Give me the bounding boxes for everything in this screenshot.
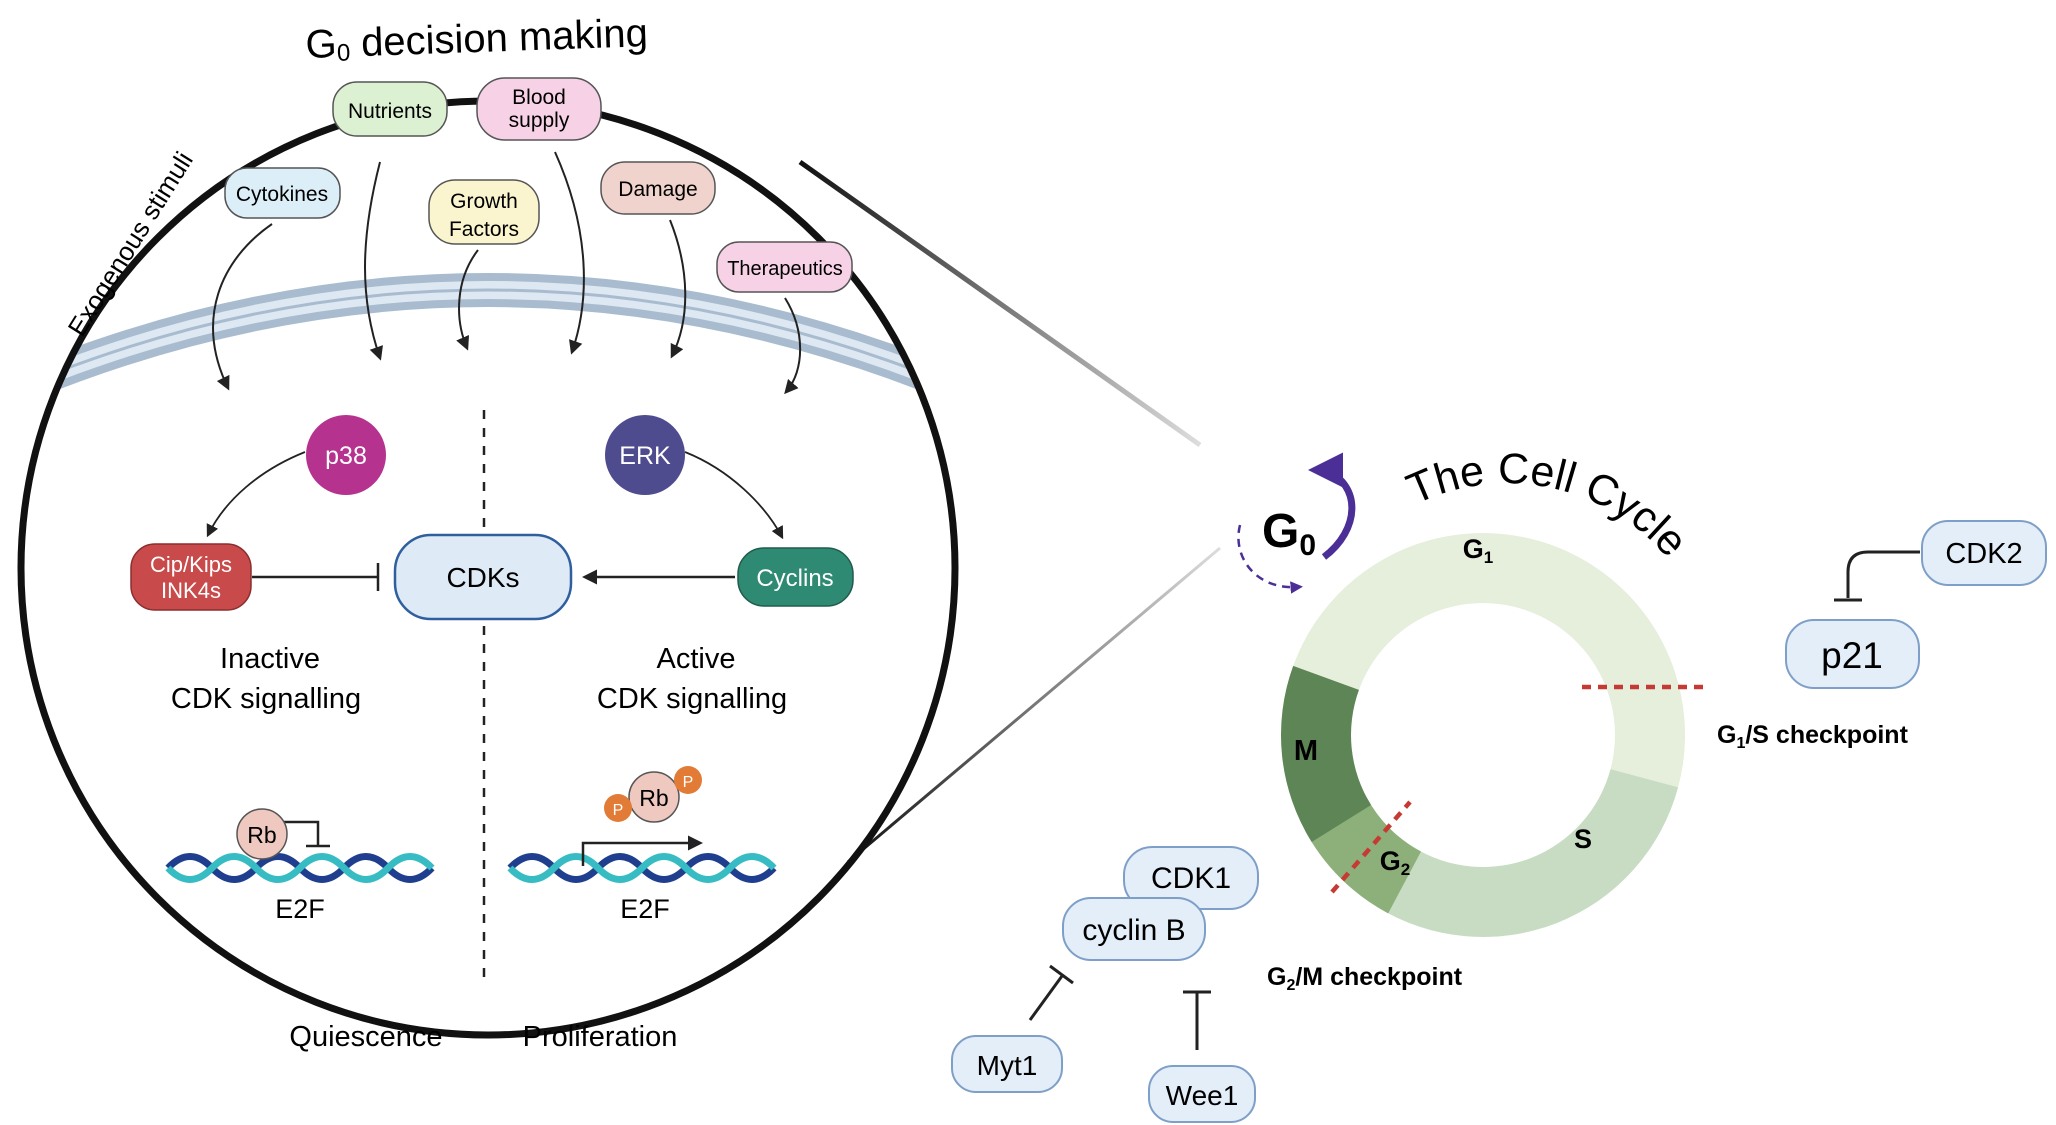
svg-text:Growth: Growth	[450, 190, 518, 213]
stimulus-blood-supply: Blood supply	[476, 77, 602, 141]
cdks-node: CDKs	[393, 533, 573, 621]
segment-m	[1281, 665, 1372, 843]
inhibit-cdk2-p21	[1846, 550, 1920, 598]
svg-text:Factors: Factors	[449, 218, 519, 241]
svg-text:Cyclins: Cyclins	[756, 565, 833, 592]
phase-m-label: M	[1294, 735, 1318, 767]
arrow-erk-cyclins	[684, 451, 784, 540]
phase-g2-label: G2	[1380, 846, 1410, 879]
svg-text:Cip/Kips: Cip/Kips	[150, 552, 232, 577]
arrow-growth-factors	[456, 249, 479, 351]
dna-left	[165, 853, 435, 883]
g2m-checkpoint-line	[1330, 800, 1412, 894]
cell-membrane	[21, 273, 955, 411]
segment-s	[1375, 769, 1679, 937]
svg-text:P: P	[683, 774, 694, 791]
inactive-label: Inactive	[220, 643, 320, 675]
svg-text:Cytokines: Cytokines	[236, 183, 328, 206]
g0-label: G0	[1262, 505, 1316, 562]
myt1-node: Myt1	[951, 1035, 1063, 1093]
svg-text:Myt1: Myt1	[977, 1050, 1038, 1081]
g0-entry-arrow	[1237, 524, 1303, 594]
stimulus-growth-factors: Growth Factors	[428, 179, 540, 245]
arrow-damage	[669, 219, 687, 359]
quiescence-label: Quiescence	[289, 1021, 442, 1053]
cdk2-node: CDK2	[1921, 520, 2047, 586]
svg-text:P: P	[613, 802, 624, 819]
cyclin-b-node: cyclin B	[1062, 897, 1206, 961]
cell-cycle-ring	[1281, 533, 1685, 937]
rb-left: Rb	[236, 808, 330, 860]
svg-text:cyclin B: cyclin B	[1082, 914, 1185, 947]
svg-text:Blood: Blood	[512, 86, 566, 109]
g1s-checkpoint-label: G1/S checkpoint	[1717, 721, 1909, 752]
p38-node: p38	[306, 415, 386, 495]
svg-text:p38: p38	[325, 442, 367, 470]
transcription-arrow	[581, 835, 703, 866]
rb-right-phosphorylated: Rb P P	[604, 766, 702, 823]
svg-text:CDK2: CDK2	[1945, 538, 2022, 570]
svg-text:Wee1: Wee1	[1166, 1080, 1239, 1111]
inactive-sub-label: CDK signalling	[171, 683, 361, 715]
svg-text:ERK: ERK	[619, 442, 671, 470]
dna-right	[507, 853, 777, 883]
svg-text:p21: p21	[1821, 635, 1883, 676]
svg-text:Therapeutics: Therapeutics	[727, 258, 843, 280]
arrow-cytokines	[212, 223, 273, 391]
g2m-checkpoint-label: G2/M checkpoint	[1267, 963, 1463, 994]
svg-text:Damage: Damage	[618, 178, 697, 201]
svg-text:supply: supply	[509, 109, 570, 132]
active-label: Active	[657, 643, 736, 675]
svg-text:Rb: Rb	[639, 785, 668, 811]
phase-g1-label: G1	[1463, 534, 1493, 567]
svg-text:Nutrients: Nutrients	[348, 100, 432, 123]
p21-node: p21	[1785, 619, 1920, 689]
arrow-p38-cip	[206, 451, 306, 538]
svg-text:CDKs: CDKs	[446, 562, 519, 593]
stimulus-nutrients: Nutrients	[332, 81, 448, 137]
g0-exit-arrow	[1308, 452, 1356, 560]
phase-s-label: S	[1574, 824, 1592, 854]
arrow-nutrients	[364, 161, 383, 361]
zoom-line-bottom	[847, 546, 1221, 864]
svg-text:INK4s: INK4s	[161, 578, 221, 603]
proliferation-label: Proliferation	[523, 1021, 678, 1053]
diagram-title: G0 decision making	[305, 11, 649, 68]
exogenous-label: Exogenous stimuli	[62, 146, 199, 341]
erk-node: ERK	[605, 415, 685, 495]
stimulus-damage: Damage	[600, 161, 716, 215]
e2f-left: E2F	[275, 894, 325, 924]
stimulus-cytokines: Cytokines	[224, 167, 341, 219]
active-sub-label: CDK signalling	[597, 683, 787, 715]
wee1-node: Wee1	[1148, 1065, 1256, 1123]
e2f-right: E2F	[620, 894, 670, 924]
stimulus-therapeutics: Therapeutics	[716, 241, 853, 293]
svg-text:CDK1: CDK1	[1151, 862, 1231, 895]
arrow-blood-supply	[554, 151, 585, 355]
arrow-therapeutics	[784, 297, 802, 395]
segment-g1	[1281, 533, 1685, 788]
cyclins-node: Cyclins	[737, 547, 854, 607]
zoom-line-top	[798, 159, 1202, 448]
inhibit-myt1	[1028, 975, 1064, 1021]
cip-kips-ink4s-node: Cip/Kips INK4s	[130, 543, 252, 611]
svg-text:Rb: Rb	[247, 822, 276, 848]
